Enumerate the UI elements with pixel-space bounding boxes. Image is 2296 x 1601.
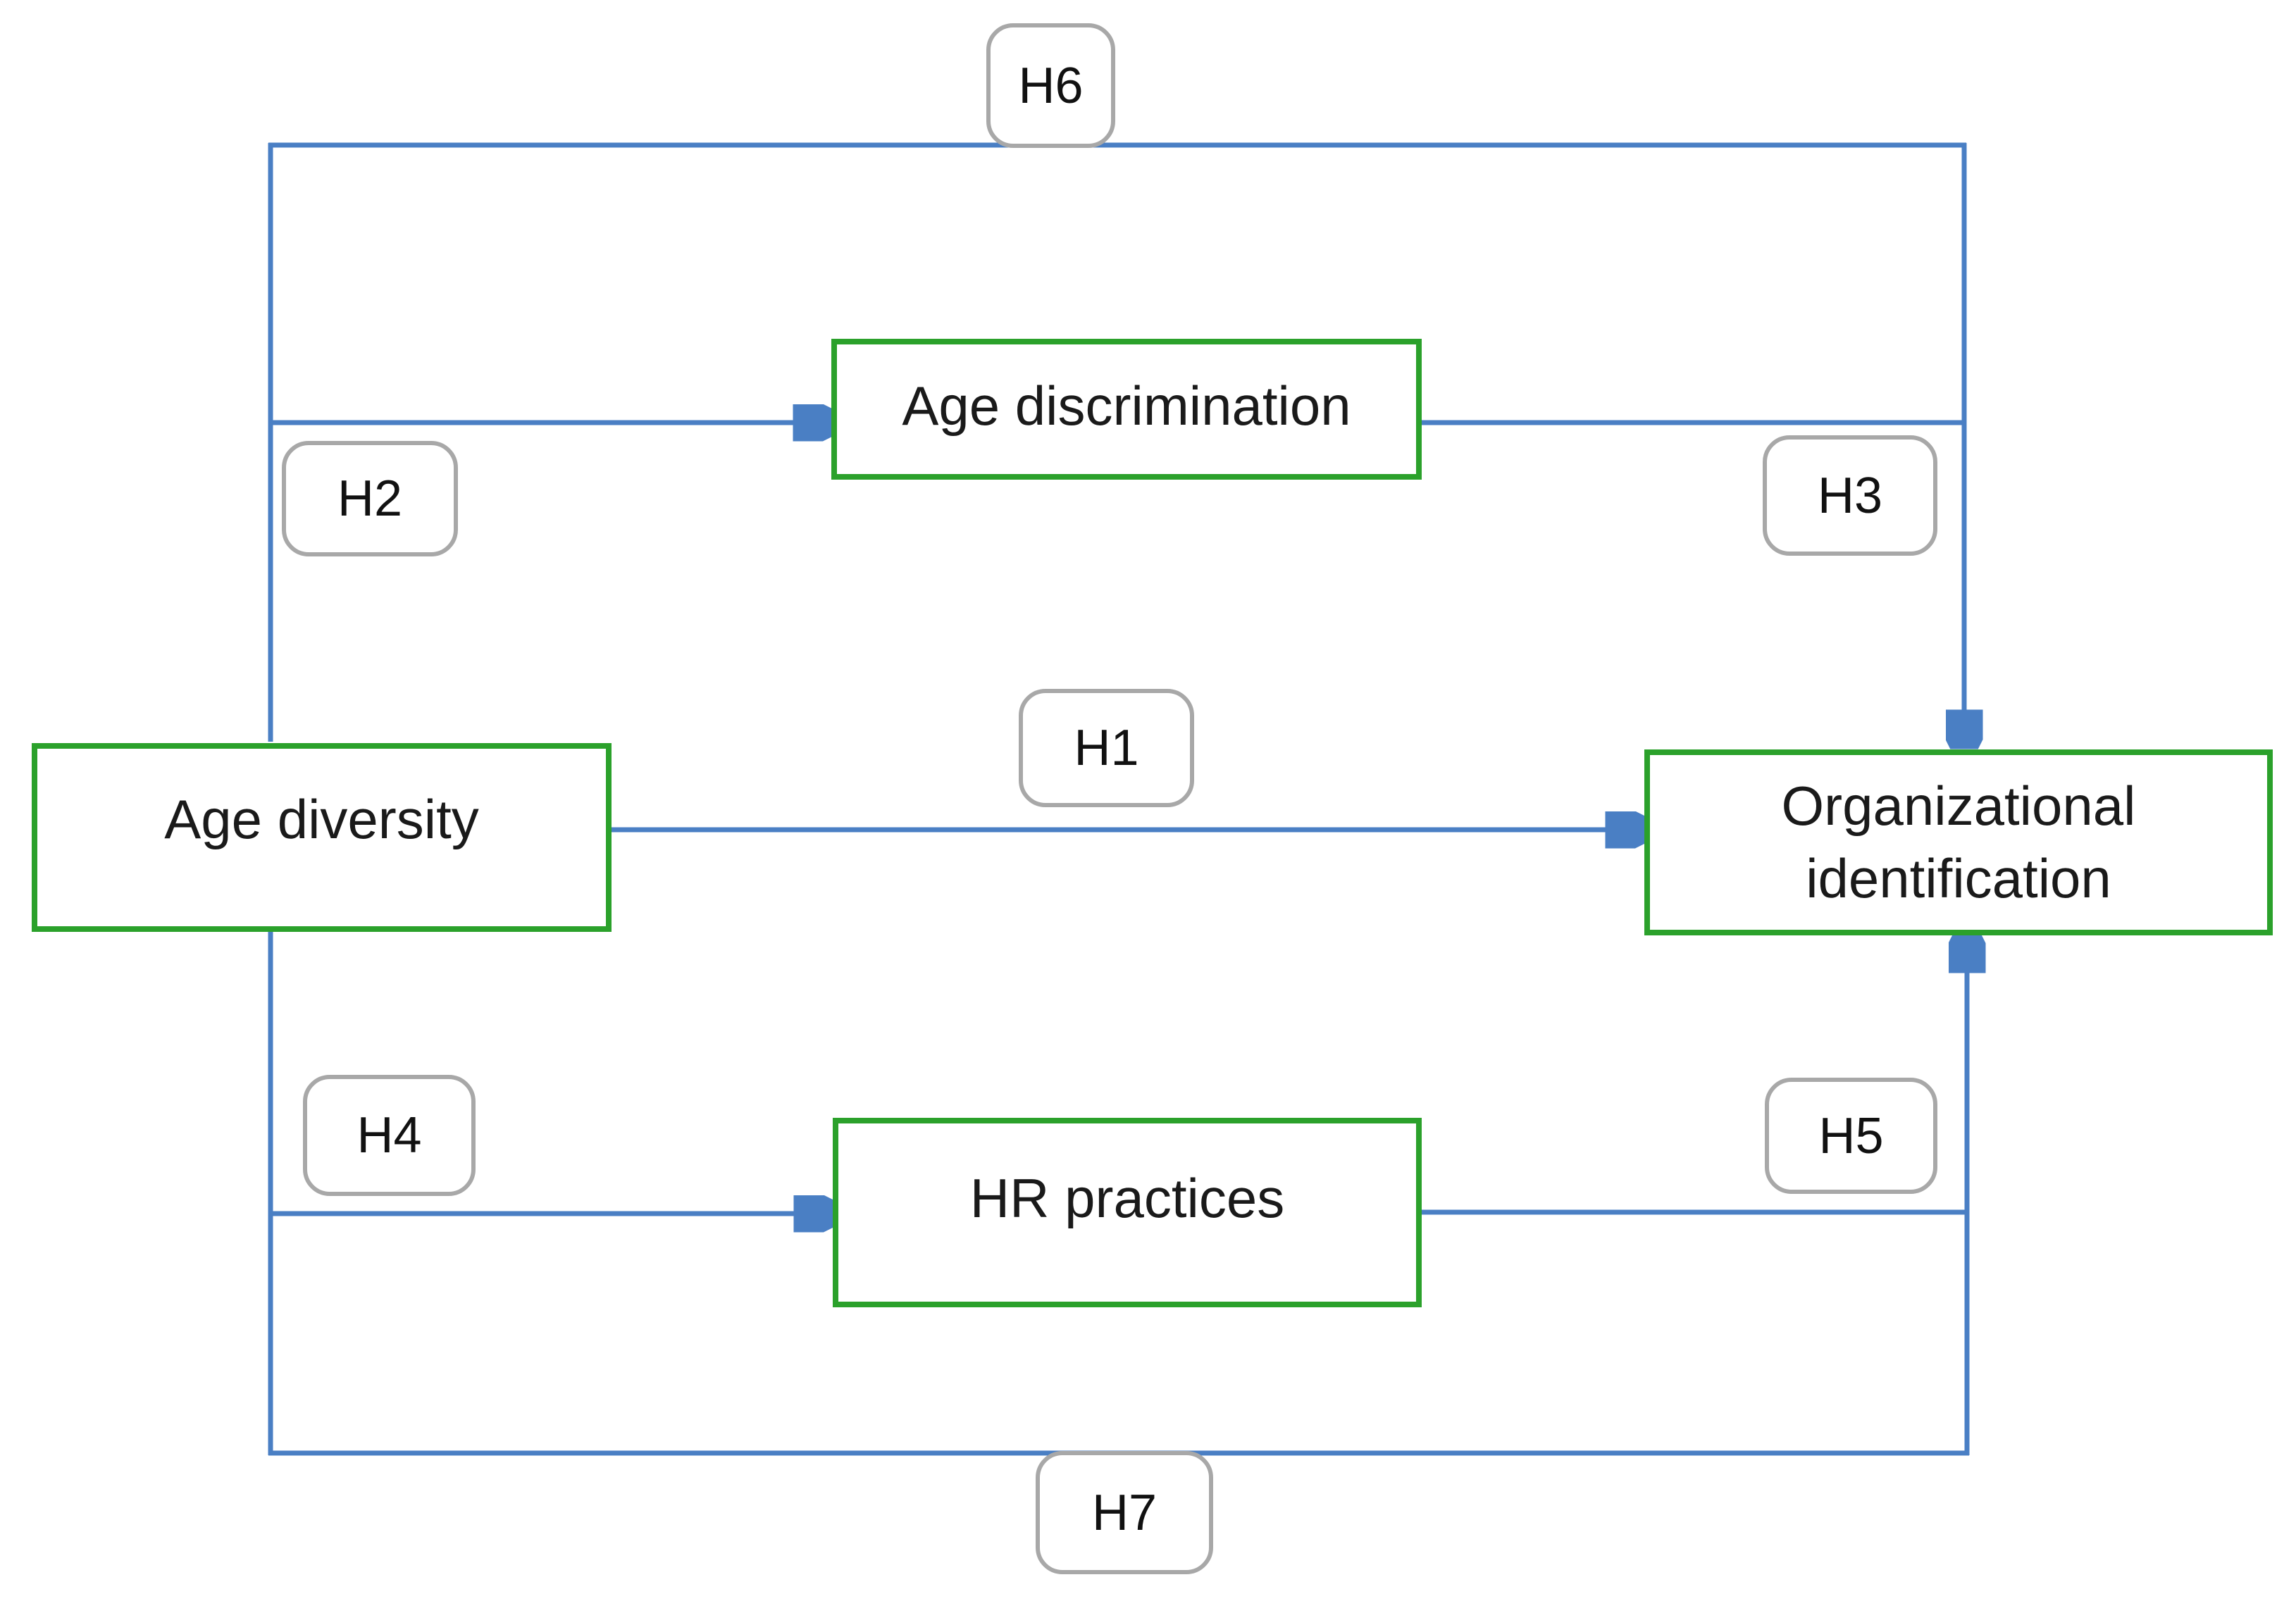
h4-text: H4: [356, 1107, 422, 1164]
hypothesis-label-h6: H6: [986, 23, 1115, 148]
hypothesis-label-h3: H3: [1763, 435, 1937, 556]
hypothesis-label-h1: H1: [1019, 689, 1194, 807]
node-organizational-identification-label: Organizational identification: [1782, 770, 2136, 915]
node-organizational-identification: Organizational identification: [1644, 749, 2273, 935]
h7-text: H7: [1091, 1484, 1158, 1541]
node-hr-practices: HR practices: [833, 1118, 1422, 1307]
h6-text: H6: [1018, 57, 1084, 114]
node-age-diversity: Age diversity: [32, 743, 612, 932]
h5-text: H5: [1818, 1107, 1884, 1164]
org-identification-line1: Organizational: [1781, 775, 2136, 837]
node-hr-practices-label: HR practices: [969, 1167, 1285, 1230]
hypothesis-label-h5: H5: [1765, 1078, 1937, 1194]
h2-text: H2: [337, 471, 403, 527]
hypothesis-label-h2: H2: [282, 441, 458, 556]
h3-text: H3: [1817, 467, 1883, 524]
node-age-discrimination: Age discrimination: [831, 339, 1422, 480]
h1-text: H1: [1074, 720, 1139, 776]
hypothesis-label-h7: H7: [1036, 1451, 1213, 1574]
hypothesis-label-h4: H4: [303, 1075, 476, 1196]
node-age-diversity-label: Age diversity: [164, 787, 479, 850]
node-age-discrimination-label: Age discrimination: [902, 374, 1351, 437]
org-identification-line2: identification: [1806, 847, 2111, 909]
